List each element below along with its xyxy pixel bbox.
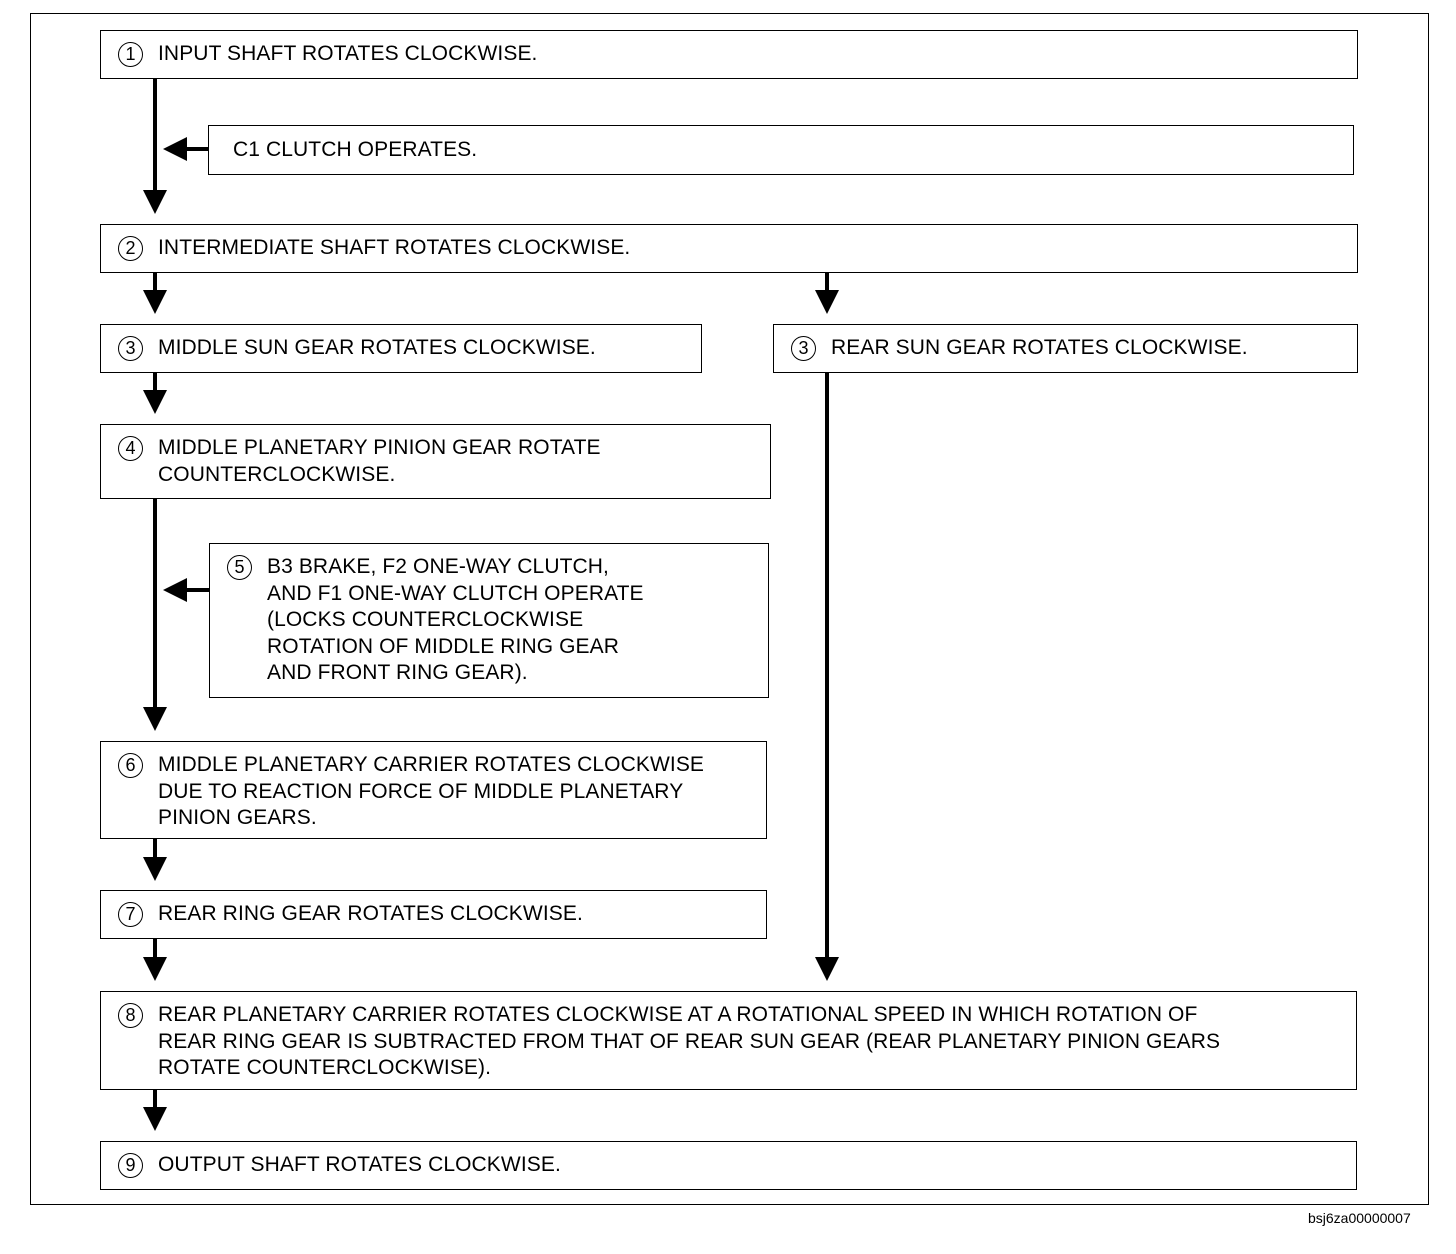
step-4-box: 4 MIDDLE PLANETARY PINION GEAR ROTATE CO… [100,424,771,499]
step-8-text: REAR PLANETARY CARRIER ROTATES CLOCKWISE… [158,1003,1221,1079]
c1-clutch-box: C1 CLUTCH OPERATES. [208,125,1354,175]
step-2-box: 2 INTERMEDIATE SHAFT ROTATES CLOCKWISE. [100,224,1358,273]
step-6-text: MIDDLE PLANETARY CARRIER ROTATES CLOCKWI… [158,753,705,829]
reference-code: bsj6za00000007 [1308,1210,1411,1226]
step-8-number: 8 [118,1003,143,1028]
step-8-box: 8 REAR PLANETARY CARRIER ROTATES CLOCKWI… [100,991,1357,1090]
step-9-text: OUTPUT SHAFT ROTATES CLOCKWISE. [158,1153,561,1176]
step-7-number: 7 [118,902,143,927]
step-3-middle-number: 3 [118,336,143,361]
step-3-middle-text: MIDDLE SUN GEAR ROTATES CLOCKWISE. [158,336,596,359]
step-5-text: B3 BRAKE, F2 ONE-WAY CLUTCH, AND F1 ONE-… [267,555,644,684]
step-3-rear-sun-box: 3 REAR SUN GEAR ROTATES CLOCKWISE. [773,324,1358,373]
step-5-number: 5 [227,555,252,580]
step-6-box: 6 MIDDLE PLANETARY CARRIER ROTATES CLOCK… [100,741,767,839]
step-5-box: 5 B3 BRAKE, F2 ONE-WAY CLUTCH, AND F1 ON… [209,543,769,698]
step-1-box: 1 INPUT SHAFT ROTATES CLOCKWISE. [100,30,1358,79]
step-7-text: REAR RING GEAR ROTATES CLOCKWISE. [158,902,583,925]
step-3-rear-number: 3 [791,336,816,361]
step-1-number: 1 [118,42,143,67]
diagram-frame [30,13,1429,1205]
step-9-number: 9 [118,1153,143,1178]
step-4-text: MIDDLE PLANETARY PINION GEAR ROTATE COUN… [158,436,601,486]
step-9-box: 9 OUTPUT SHAFT ROTATES CLOCKWISE. [100,1141,1357,1190]
step-7-box: 7 REAR RING GEAR ROTATES CLOCKWISE. [100,890,767,939]
step-4-number: 4 [118,436,143,461]
step-2-number: 2 [118,236,143,261]
c1-clutch-text: C1 CLUTCH OPERATES. [233,138,478,161]
step-6-number: 6 [118,753,143,778]
step-3-rear-text: REAR SUN GEAR ROTATES CLOCKWISE. [831,336,1248,359]
step-3-middle-sun-box: 3 MIDDLE SUN GEAR ROTATES CLOCKWISE. [100,324,702,373]
step-2-text: INTERMEDIATE SHAFT ROTATES CLOCKWISE. [158,236,631,259]
step-1-text: INPUT SHAFT ROTATES CLOCKWISE. [158,42,538,65]
